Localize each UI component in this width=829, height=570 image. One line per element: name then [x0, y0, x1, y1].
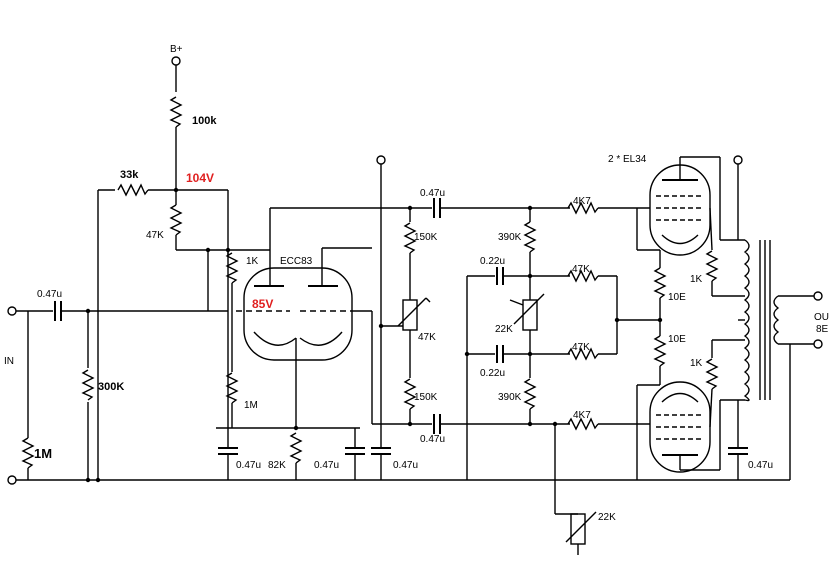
label-r-1m-in: 1M — [34, 446, 52, 461]
output-terminal-plus[interactable] — [813, 291, 823, 301]
label-c-047-a: 0.47u — [236, 460, 261, 471]
label-r-1k-top: 1K — [690, 274, 703, 285]
ecc83-tube-icon — [243, 267, 353, 361]
label-r-47k-mid-top: 47K — [572, 264, 590, 275]
label-r-10e-bot: 10E — [668, 334, 686, 345]
label-c-022-bot: 0.22u — [480, 368, 505, 379]
label-r-150k-bot: 150K — [414, 392, 438, 403]
supply-section — [98, 56, 231, 311]
label-r-4k7-top: 4K7 — [573, 196, 591, 207]
label-c-022-top: 0.22u — [480, 256, 505, 267]
label-r-4k7-bot: 4K7 — [573, 410, 591, 421]
label-r-1k: 1K — [246, 256, 259, 267]
pot-47k-icon[interactable] — [402, 299, 418, 331]
label-r-47k-top: 47K — [146, 230, 164, 241]
label-pot-47k: 47K — [418, 332, 436, 343]
bplus-terminal[interactable] — [171, 56, 181, 66]
pot-22k-icon[interactable] — [522, 299, 538, 331]
label-r-150k-top: 150K — [414, 232, 438, 243]
input-terminal[interactable] — [7, 306, 17, 316]
ground-terminal-in[interactable] — [7, 475, 17, 485]
label-c-out: 0.47u — [748, 460, 773, 471]
label-r-300k: 300K — [98, 381, 124, 393]
label-r-47k-mid-bot: 47K — [572, 342, 590, 353]
label-r-1m-grid: 1M — [244, 400, 258, 411]
label-c-in: 0.47u — [37, 289, 62, 300]
label-r-82k: 82K — [268, 460, 286, 471]
label-r-1k-bot: 1K — [690, 358, 703, 369]
label-pot-22k: 22K — [495, 324, 513, 335]
label-r-390k-bot: 390K — [498, 392, 522, 403]
el34-stage — [636, 155, 823, 480]
label-out-8e: 8E — [816, 324, 829, 335]
supply-terminal-2[interactable] — [376, 155, 386, 165]
label-pot-22k-bot: 22K — [598, 512, 616, 523]
label-c-047-b: 0.47u — [314, 460, 339, 471]
label-in: IN — [4, 356, 14, 367]
label-r-390k-top: 390K — [498, 232, 522, 243]
label-r-33k: 33k — [120, 169, 139, 181]
component-labels: B+ 100k 33k 104V 47K 0.47u IN 300K 1M 1K… — [4, 44, 829, 523]
pot-22k-bottom-icon[interactable] — [570, 513, 586, 545]
label-c-047-c: 0.47u — [393, 460, 418, 471]
label-voltage-104: 104V — [186, 171, 214, 185]
label-tube-ecc83: ECC83 — [280, 256, 313, 267]
label-out: OUT — [814, 312, 829, 323]
label-c-047-bot: 0.47u — [420, 434, 445, 445]
input-section — [7, 190, 228, 485]
bplus-terminal-out[interactable] — [733, 155, 743, 165]
label-tube-el34: 2 * EL34 — [608, 154, 647, 165]
label-c-047-top: 0.47u — [420, 188, 445, 199]
label-r-10e-top: 10E — [668, 292, 686, 303]
coupling-section — [371, 155, 660, 555]
label-r-100k: 100k — [192, 115, 217, 127]
output-terminal-minus[interactable] — [813, 339, 823, 349]
label-voltage-85: 85V — [252, 297, 273, 311]
label-bplus: B+ — [170, 44, 183, 55]
ecc83-stage — [216, 207, 372, 480]
